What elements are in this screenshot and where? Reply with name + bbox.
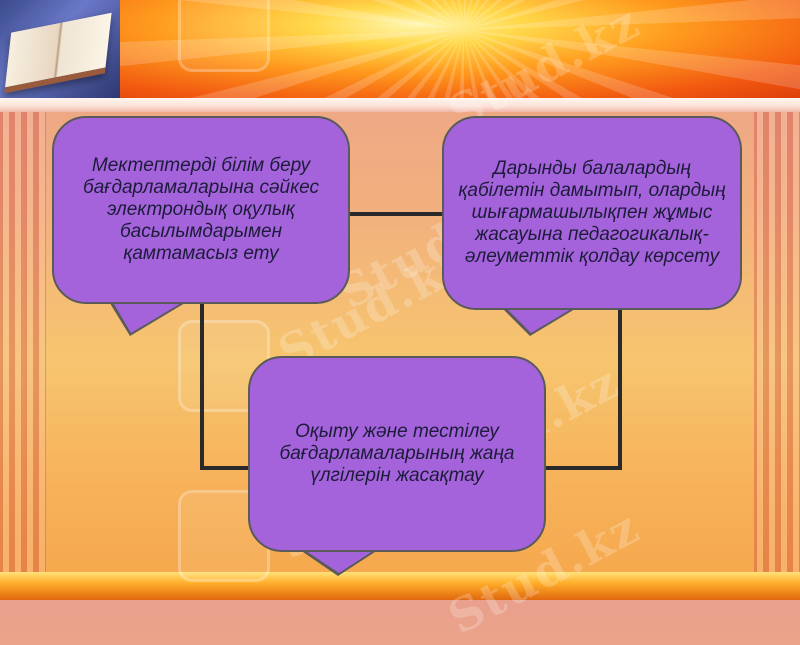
header-divider bbox=[0, 98, 800, 112]
node-label: Оқыту және тестілеу бағдарламаларының жа… bbox=[279, 421, 515, 486]
callout-pointer bbox=[303, 549, 376, 573]
open-book-image bbox=[0, 0, 120, 100]
connector-top bbox=[340, 212, 452, 216]
light-burst bbox=[0, 0, 800, 100]
node-label: Дарынды балалардың қабілетін дамытып, ол… bbox=[458, 158, 726, 267]
diagram-node: Оқыту және тестілеу бағдарламаларының жа… bbox=[248, 356, 546, 552]
connector-left-horizontal bbox=[200, 466, 252, 470]
diagram-node: Дарынды балалардың қабілетін дамытып, ол… bbox=[442, 116, 742, 310]
curtain-left bbox=[0, 112, 46, 582]
connector-left-vertical bbox=[200, 300, 204, 470]
stage-floor bbox=[0, 572, 800, 600]
diagram-node: Мектептерді білім беру бағдарламаларына … bbox=[52, 116, 350, 304]
watermark-logo bbox=[178, 320, 270, 412]
connector-right-vertical bbox=[618, 306, 622, 470]
callout-pointer bbox=[111, 299, 188, 333]
book-icon bbox=[4, 12, 112, 94]
connector-right-horizontal bbox=[542, 466, 622, 470]
header-banner bbox=[0, 0, 800, 100]
curtain-right bbox=[754, 112, 800, 582]
node-label: Мектептерді білім беру бағдарламаларына … bbox=[83, 155, 319, 264]
watermark-logo bbox=[178, 0, 270, 72]
